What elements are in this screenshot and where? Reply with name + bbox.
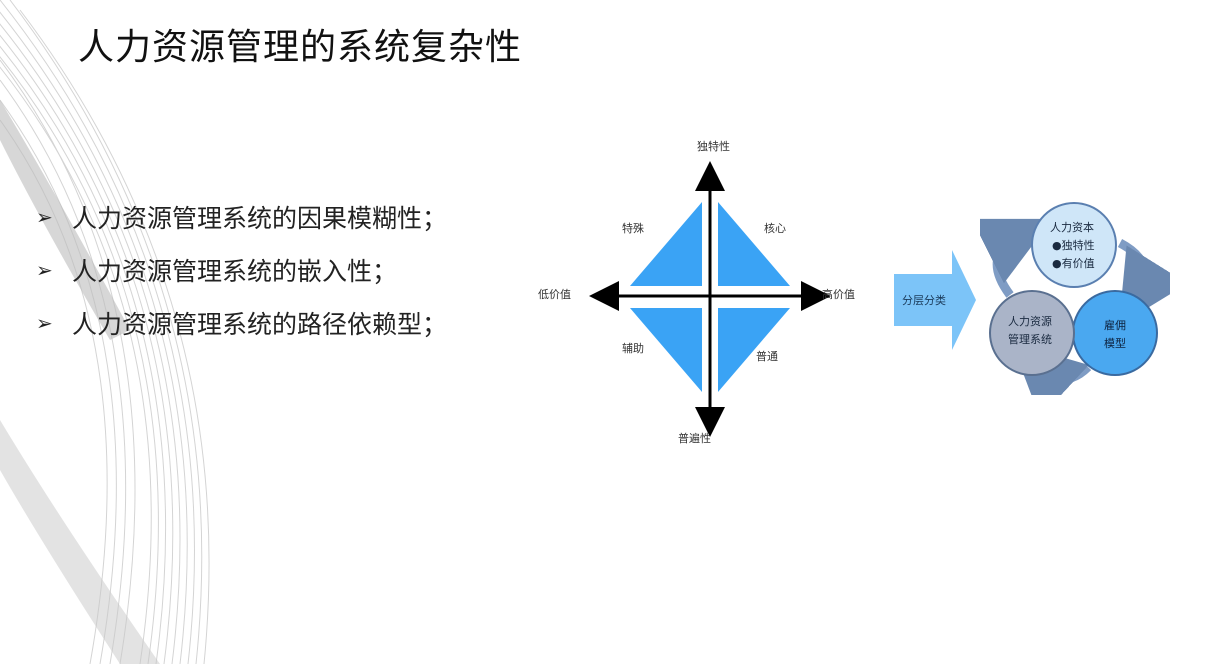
arrow-bullet-icon: ➢ [36,310,53,335]
bullet-list: ➢ 人力资源管理系统的因果模糊性； ➢ 人力资源管理系统的嵌入性； ➢ 人力资源… [36,190,447,349]
list-item: ➢ 人力资源管理系统的路径依赖型； [36,296,447,349]
right-arrow-icon [894,250,976,350]
quadrant-label-bottom-left: 辅助 [622,341,644,355]
hrm-system-line1: 人力资源 [1008,314,1052,328]
quadrant-diagram: 独特性 普遍性 低价值 高价值 特殊 核心 辅助 普通 [538,139,855,445]
axis-label-bottom: 普遍性 [678,431,711,445]
list-item: ➢ 人力资源管理系统的因果模糊性； [36,190,447,243]
employment-model-line1: 雇佣 [1104,318,1126,332]
arrow-bullet-icon: ➢ [36,204,53,229]
axis-label-right: 高价值 [822,287,855,301]
circle-employment-model [1072,290,1158,376]
quadrant-top-left-triangle [630,202,702,286]
employment-model-line2: 模型 [1104,336,1126,350]
arrow-bullet-icon: ➢ [36,257,53,282]
cycle-arrow-left [980,218,1053,298]
page-title: 人力资源管理的系统复杂性 [78,27,523,68]
bullet-text: 人力资源管理系统的路径依赖型； [72,309,448,339]
circle-hrm-system [989,290,1075,376]
flow-arrow: 分层分类 [894,250,976,350]
human-capital-item-unique: ●独特性 [1052,238,1095,252]
cycle-arrow-right [1117,239,1170,326]
list-item: ➢ 人力资源管理系统的嵌入性； [36,243,447,296]
quadrant-bottom-left-triangle [630,308,702,392]
axis-label-left: 低价值 [538,288,571,301]
bullet-text: 人力资源管理系统的嵌入性； [72,256,398,286]
quadrant-label-top-right: 核心 [764,221,786,235]
quadrant-label-bottom-right: 普通 [756,349,778,363]
quadrant-top-right-triangle [718,202,790,286]
quadrant-label-top-left: 特殊 [622,221,644,235]
flow-arrow-label: 分层分类 [902,293,946,307]
bullet-text: 人力资源管理系统的因果模糊性； [72,203,448,233]
circle-human-capital [1031,202,1117,288]
human-capital-item-value: ●有价值 [1052,256,1095,270]
axis-label-top: 独特性 [697,139,730,153]
cycle-diagram: 人力资本 ●独特性 ●有价值 雇佣 模型 人力资源 管理系统 [980,202,1170,395]
human-capital-title: 人力资本 [1050,220,1094,234]
hrm-system-line2: 管理系统 [1008,332,1052,346]
quadrant-bottom-right-triangle [718,308,790,392]
